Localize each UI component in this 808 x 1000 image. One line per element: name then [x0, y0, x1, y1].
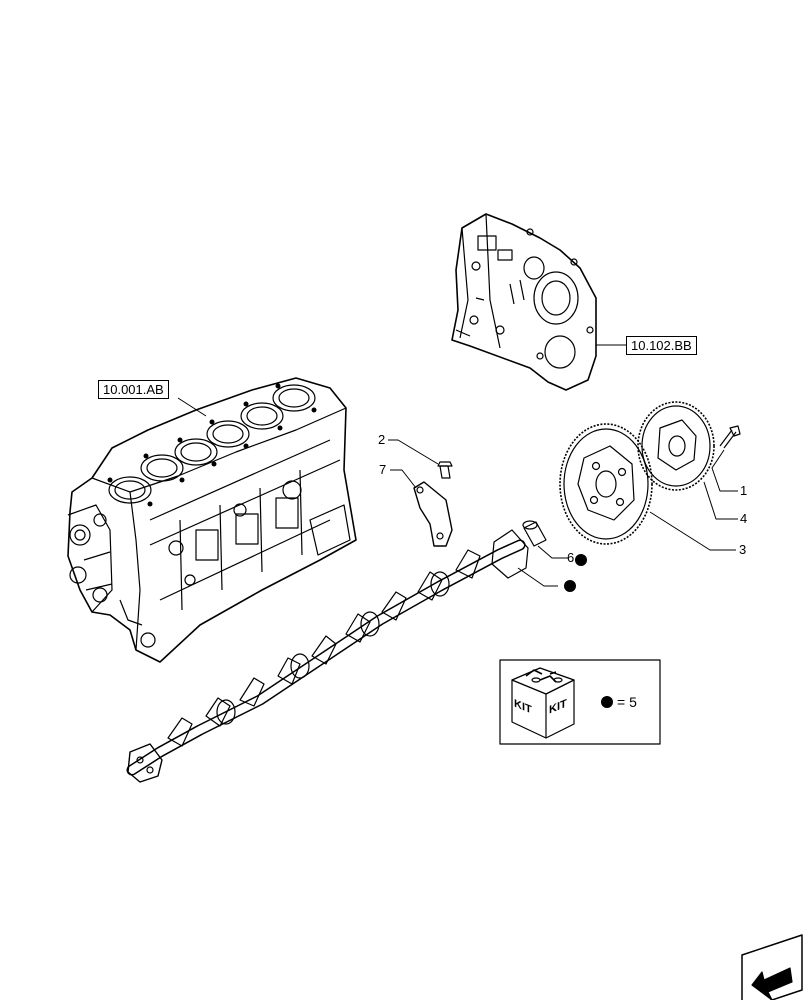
black-dot-icon: [575, 554, 587, 566]
kit-quantity-legend: = 5: [617, 694, 637, 710]
leader-lines: [177, 344, 738, 587]
arrow-nav-icon[interactable]: [741, 934, 803, 1000]
dowel-pin-illustration: [522, 520, 547, 547]
callout-item-6: 6: [567, 550, 575, 565]
gear-bolt-illustration: [719, 425, 741, 449]
reference-engine-block[interactable]: 10.001.AB: [98, 380, 169, 399]
idler-gear-illustration: [637, 401, 715, 491]
engine-block-illustration: [67, 377, 357, 663]
camshaft-gear-illustration: [559, 423, 653, 545]
black-dot-icon: [601, 696, 613, 708]
black-dot-icon: [564, 580, 576, 592]
reference-timing-cover[interactable]: 10.102.BB: [626, 336, 697, 355]
camshaft-illustration: [126, 529, 529, 783]
callout-item-2: 2: [378, 432, 386, 447]
kit-marker-dots: [564, 554, 613, 708]
plate-bolt-illustration: [437, 461, 453, 479]
callout-item-4: 4: [740, 511, 748, 526]
callout-item-3: 3: [739, 542, 747, 557]
callout-item-7: 7: [379, 462, 387, 477]
kit-legend-box: [499, 659, 661, 745]
thrust-plate-illustration: [413, 481, 453, 547]
callout-item-1: 1: [740, 483, 748, 498]
timing-cover-illustration: [451, 213, 597, 391]
